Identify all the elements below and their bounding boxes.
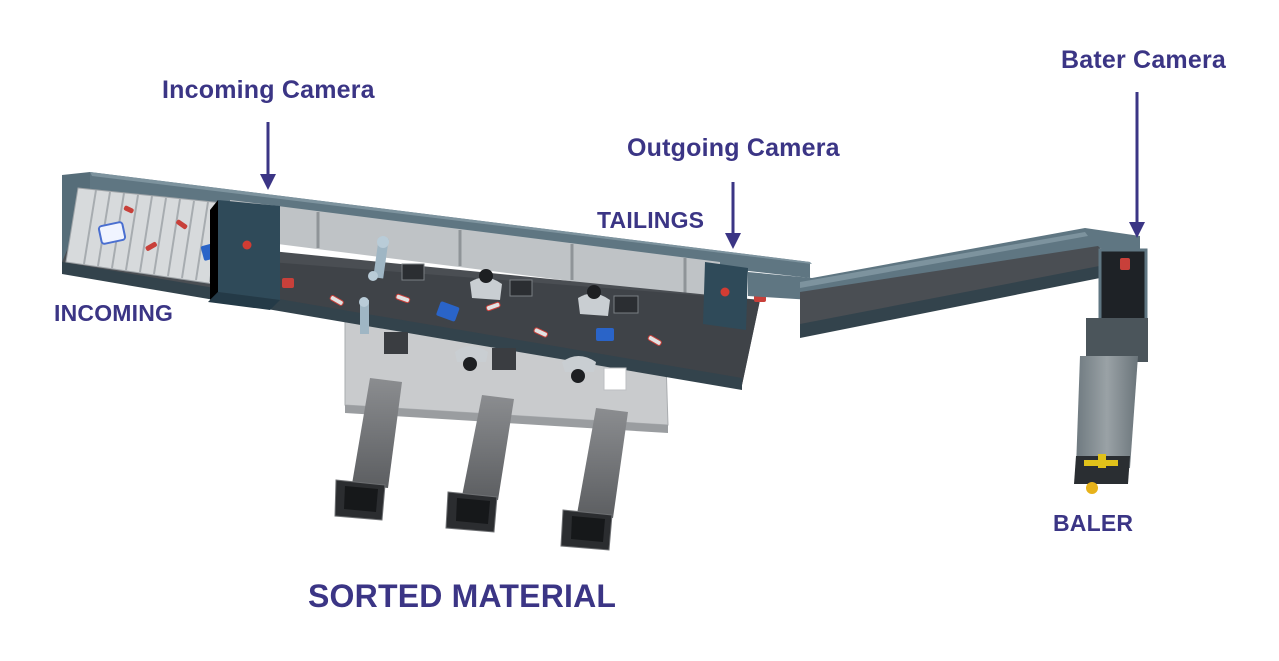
baler-incline-conveyor xyxy=(748,228,1140,338)
baler-label: BALER xyxy=(1053,510,1134,536)
sorted-material-chute-1 xyxy=(334,378,402,521)
incoming-camera-label: Incoming Camera xyxy=(162,76,375,104)
incoming-camera-box xyxy=(208,200,280,310)
sorted-material-chute-3 xyxy=(560,408,628,551)
robotic-arm-1 xyxy=(368,236,389,281)
bater-camera-label: Bater Camera xyxy=(1061,46,1226,74)
bater-camera-arrow-icon xyxy=(1129,92,1145,238)
robotic-arm-2 xyxy=(359,297,369,334)
sorted-material-label: SORTED MATERIAL xyxy=(308,578,617,614)
sorter-monitors xyxy=(401,263,639,314)
sorter-workers xyxy=(384,269,627,391)
tailings-label: TAILINGS xyxy=(597,207,705,233)
outgoing-camera-arrow-icon xyxy=(725,182,741,249)
belt-items xyxy=(282,278,662,346)
incoming-camera-arrow-icon xyxy=(260,122,276,190)
baler-machine xyxy=(1074,248,1148,494)
incoming-label: INCOMING xyxy=(54,300,174,326)
outgoing-camera-label: Outgoing Camera xyxy=(627,134,840,162)
sorted-material-chute-2 xyxy=(445,395,514,533)
outgoing-camera-box xyxy=(703,262,766,330)
